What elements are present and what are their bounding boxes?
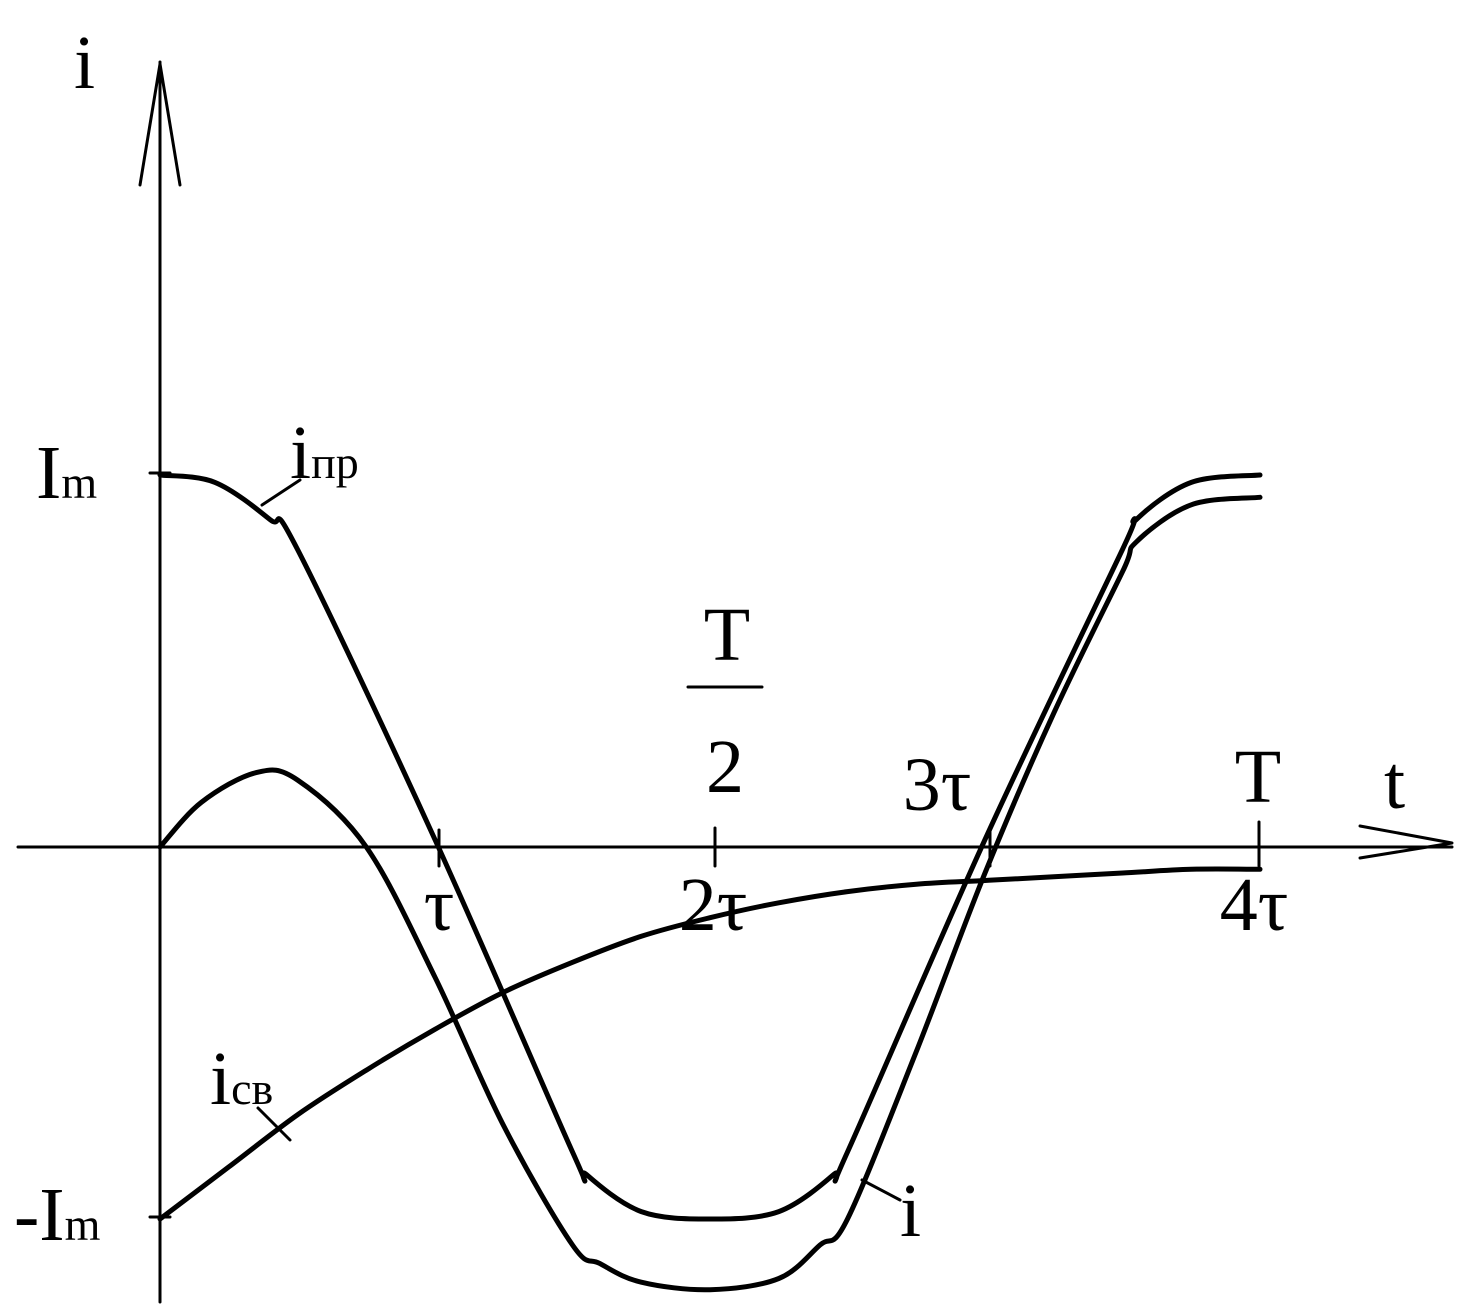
y-tick-label-bottom-sub: m: [65, 1199, 101, 1250]
leader-i-free: [256, 1106, 292, 1142]
series-label-i-free-sub: св: [231, 1063, 273, 1114]
y-axis-arrow: [138, 62, 182, 187]
curve-i-forced: [157, 472, 1263, 1222]
y-axis-title: i: [74, 21, 95, 105]
y-tick-label-bottom-main: -I: [14, 1173, 65, 1257]
curve-i-total: [157, 494, 1263, 1293]
y-tick-label-top-sub: m: [61, 457, 97, 508]
leader-i-total: [860, 1178, 902, 1202]
series-label-i-total: i: [900, 1169, 921, 1253]
x-label-3tau: 3τ: [903, 743, 972, 827]
x-label-T: T: [1235, 735, 1281, 819]
y-tick-label-bottom: -Im: [14, 1173, 101, 1257]
y-tick-label-top: Im: [36, 431, 97, 515]
curve-i-free: [157, 866, 1263, 1222]
half-period-denominator: 2: [706, 725, 744, 809]
half-period-numerator: T: [704, 593, 750, 677]
x-axis-arrow: [1358, 824, 1454, 860]
series-label-i-free: iсв: [210, 1037, 273, 1121]
x-axis-title: t: [1384, 741, 1405, 825]
series-label-i-free-main: i: [210, 1037, 231, 1121]
y-tick-label-top-main: I: [36, 431, 61, 515]
series-label-i-forced: iпр: [290, 411, 359, 495]
series-label-i-forced-main: i: [290, 411, 311, 495]
series-label-i-forced-sub: пр: [311, 437, 359, 488]
x-tick-label-4tau: 4τ: [1220, 863, 1289, 947]
leader-i-forced: [260, 478, 302, 507]
x-tick-label-2tau: 2τ: [679, 863, 748, 947]
